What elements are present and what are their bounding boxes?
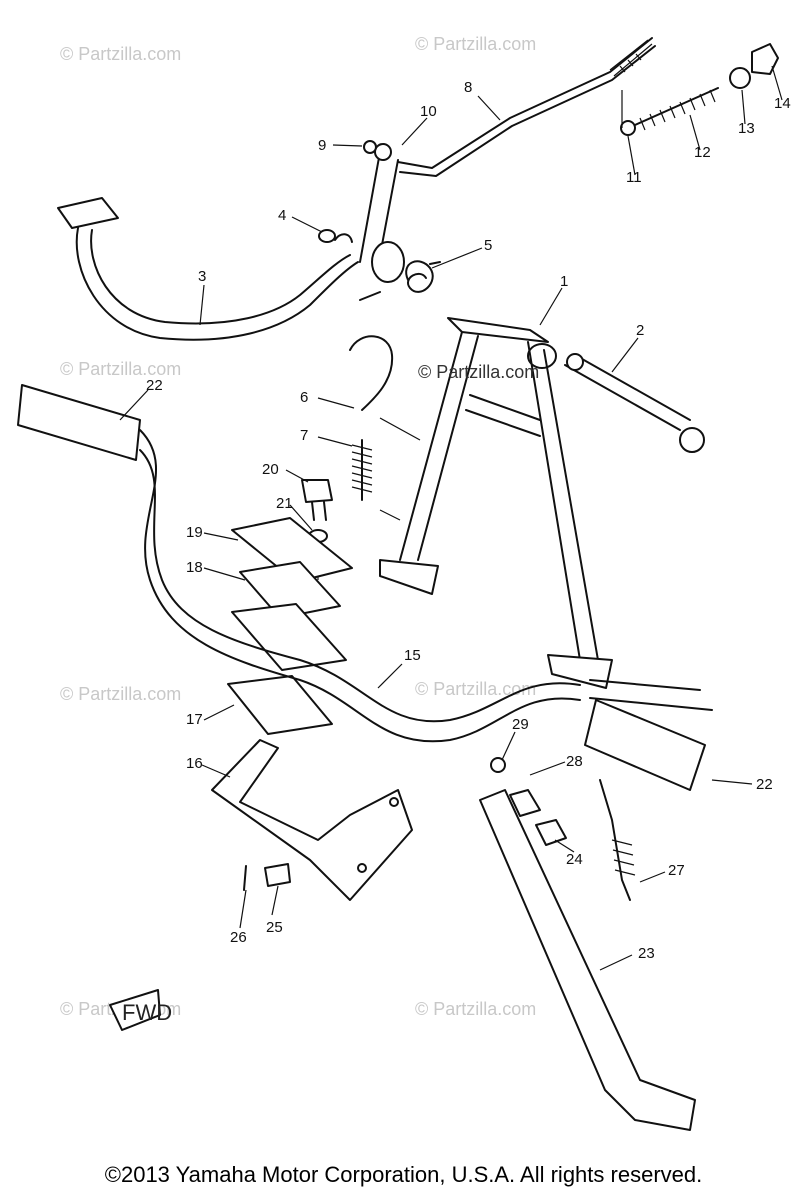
callout-28: 28 [566, 753, 583, 770]
callout-3: 3 [198, 268, 206, 285]
callout-7: 7 [300, 427, 308, 444]
watermark: © Partzilla.com [415, 999, 536, 1019]
callout-10: 10 [420, 103, 437, 120]
leader-lines [119, 65, 783, 971]
copyright-notice: ©2013 Yamaha Motor Corporation, U.S.A. A… [104, 1162, 703, 1187]
callout-15: 15 [404, 647, 421, 664]
callout-11: 11 [626, 169, 642, 186]
callout-26: 26 [230, 929, 247, 946]
callout-16: 16 [186, 755, 203, 772]
callout-13: 13 [738, 120, 755, 137]
stand-spring [349, 335, 421, 521]
callout-19: 19 [186, 524, 203, 541]
callout-29: 29 [512, 716, 529, 733]
brake-rod [397, 37, 779, 177]
brake-pedal [57, 143, 405, 341]
callout-14: 14 [774, 95, 791, 112]
watermark: © Partzilla.com [60, 44, 181, 64]
center-stand [379, 317, 705, 689]
callout-4: 4 [278, 207, 286, 224]
watermark: © Partzilla.com [60, 359, 181, 379]
watermark: © Partzilla.com [415, 34, 536, 54]
callout-5: 5 [484, 237, 492, 254]
callout-1: 1 [560, 273, 568, 290]
watermark: © Partzilla.com [60, 684, 181, 704]
callout-18: 18 [186, 559, 203, 576]
fwd-arrow-icon: FWD [109, 989, 172, 1031]
callout-27: 27 [668, 862, 685, 879]
callout-25: 25 [266, 919, 283, 936]
callout-numbers: 1 2 3 4 5 6 7 8 9 10 11 12 13 14 15 16 1… [146, 79, 791, 962]
callout-17: 17 [186, 711, 203, 728]
center-watermark: © Partzilla.com [418, 362, 539, 382]
callout-22: 22 [756, 776, 773, 793]
callout-8: 8 [464, 79, 472, 96]
fwd-label: FWD [122, 1000, 172, 1025]
callout-21: 21 [276, 495, 293, 512]
callout-2: 2 [636, 322, 644, 339]
callout-24: 24 [566, 851, 583, 868]
callout-9: 9 [318, 137, 326, 154]
footrest-bar [17, 384, 713, 791]
bolt-and-washer [301, 479, 333, 580]
mounting-plates [211, 517, 413, 901]
callout-12: 12 [694, 144, 711, 161]
watermark: © Partzilla.com [415, 679, 536, 699]
side-stand [243, 757, 696, 1131]
callout-23: 23 [638, 945, 655, 962]
callout-22: 22 [146, 377, 163, 394]
callout-6: 6 [300, 389, 308, 406]
callout-20: 20 [262, 461, 279, 478]
clips-and-springs [318, 140, 441, 301]
